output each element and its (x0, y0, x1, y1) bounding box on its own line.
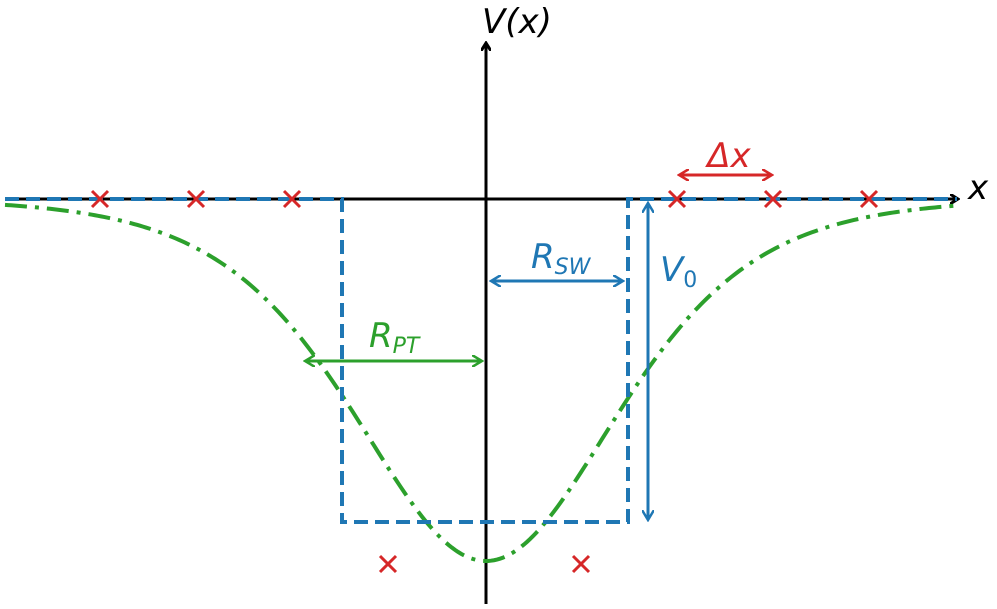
grid-point-cross (667, 189, 687, 209)
grid-point-cross (571, 554, 591, 574)
r-sw-label-main: R (531, 237, 555, 277)
r-sw-label-sub: SW (555, 255, 592, 280)
delta-x-label: Δx (704, 136, 751, 176)
grid-point-cross (859, 189, 879, 209)
y-axis-label: V(x) (482, 2, 552, 42)
v0-label: V0 (660, 250, 697, 293)
poschl-teller-curve (4, 202, 957, 563)
grid-point-cross (378, 554, 398, 574)
square-well-outline (5, 197, 957, 524)
grid-points (90, 189, 879, 574)
grid-point-cross (763, 189, 783, 209)
grid-point-cross (90, 189, 110, 209)
r-sw-label: RSW (531, 237, 592, 280)
r-pt-label: RPT (369, 316, 421, 359)
r-pt-label-sub: PT (393, 334, 421, 359)
v0-label-sub: 0 (683, 268, 697, 293)
r-pt-label-main: R (369, 316, 393, 356)
grid-point-cross (186, 189, 206, 209)
v0-label-main: V (660, 250, 686, 290)
x-axis-label: x (967, 168, 989, 208)
grid-point-cross (282, 189, 302, 209)
